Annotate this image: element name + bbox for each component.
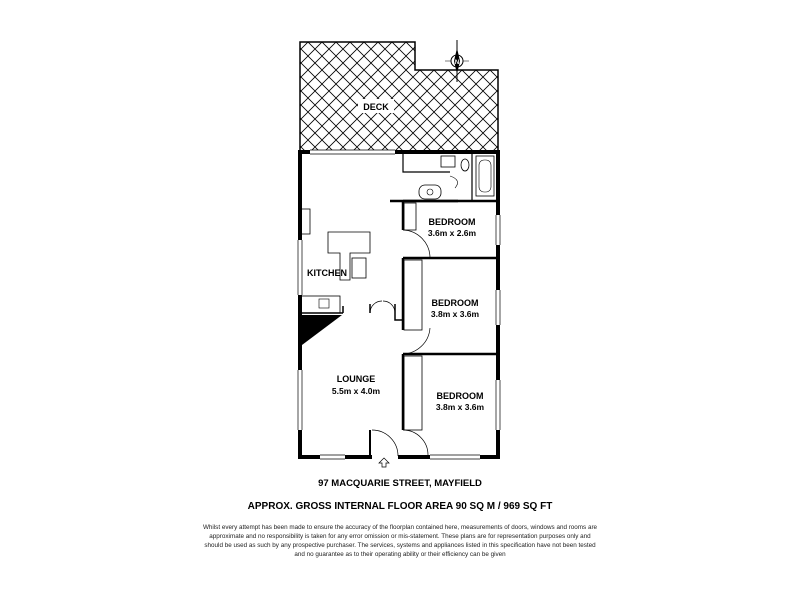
compass-icon: N	[445, 40, 469, 82]
bedroom2-dims: 3.8m x 3.6m	[431, 309, 480, 319]
deck-label: DECK	[363, 102, 389, 112]
bedroom1-label: BEDROOM	[429, 217, 476, 227]
kitchen-label: KITCHEN	[307, 268, 347, 278]
lounge-label: LOUNGE	[337, 374, 376, 384]
bedroom1-dims: 3.6m x 2.6m	[428, 228, 477, 238]
bedroom3-dims: 3.8m x 3.6m	[436, 402, 485, 412]
bedroom2-label: BEDROOM	[432, 298, 479, 308]
address: 97 MACQUARIE STREET, MAYFIELD	[318, 478, 482, 489]
svg-text:N: N	[455, 60, 459, 66]
lounge-dims: 5.5m x 4.0m	[332, 386, 381, 396]
floor-area: APPROX. GROSS INTERNAL FLOOR AREA 90 SQ …	[247, 501, 553, 512]
bedroom3-label: BEDROOM	[437, 391, 484, 401]
deck-area	[299, 41, 499, 153]
entry-arrow-icon	[378, 457, 390, 468]
chimney	[302, 315, 342, 345]
disclaimer: Whilst every attempt has been made to en…	[202, 524, 598, 558]
